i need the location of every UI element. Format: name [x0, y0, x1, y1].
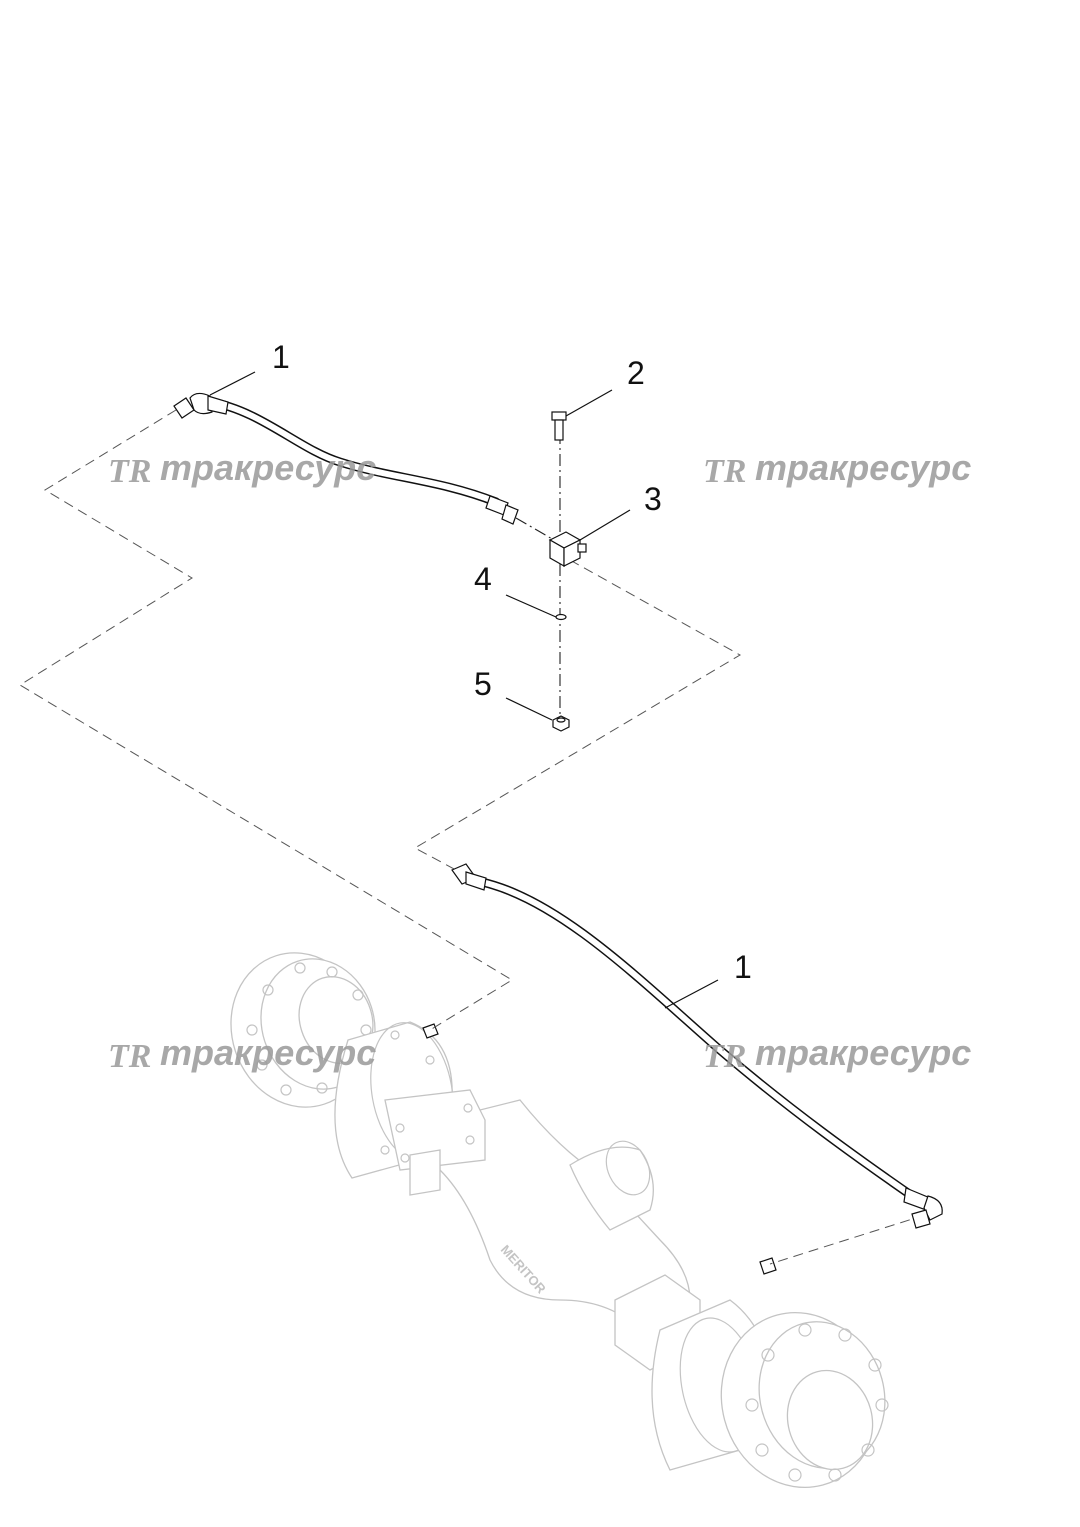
axle-housing: MERITOR: [384, 1089, 701, 1371]
watermark-logo: TR: [703, 453, 746, 490]
watermark-bottom-right: TR тракресурс: [703, 1032, 971, 1075]
watermark-brand: тракресурс: [755, 1032, 971, 1073]
routing-lines: [19, 409, 926, 1265]
hose-top: [173, 392, 519, 525]
watermark-brand: тракресурс: [160, 1032, 376, 1073]
watermark-logo: TR: [108, 453, 151, 490]
callout-bolt: 2: [627, 355, 645, 391]
callout-nut: 5: [474, 666, 492, 702]
callout-numbers: 1 2 3 4 5 1: [272, 339, 752, 985]
callout-hose-top: 1: [272, 339, 290, 375]
axle-right-hub: [720, 1311, 889, 1489]
callout-hose-bottom: 1: [734, 949, 752, 985]
watermark-top-left: TR тракресурс: [108, 447, 376, 490]
callout-block: 3: [644, 481, 662, 517]
nut: [552, 715, 570, 732]
bolt: [551, 411, 567, 441]
leader-lines: [209, 371, 719, 1009]
watermark-brand: тракресурс: [755, 447, 971, 488]
watermark-brand: тракресурс: [160, 447, 376, 488]
axle-fitting-right: [759, 1257, 777, 1275]
watermark-top-right: TR тракресурс: [703, 447, 971, 490]
junction-block: [548, 531, 587, 568]
hose-bottom: [451, 863, 943, 1229]
watermark-logo: TR: [703, 1038, 746, 1075]
watermark-logo: TR: [108, 1038, 151, 1075]
fastener-axis: [515, 432, 561, 720]
watermark-bottom-left: TR тракресурс: [108, 1032, 376, 1075]
axle-assembly: MERITOR: [230, 952, 889, 1489]
washer: [555, 613, 567, 621]
callout-washer: 4: [474, 561, 492, 597]
